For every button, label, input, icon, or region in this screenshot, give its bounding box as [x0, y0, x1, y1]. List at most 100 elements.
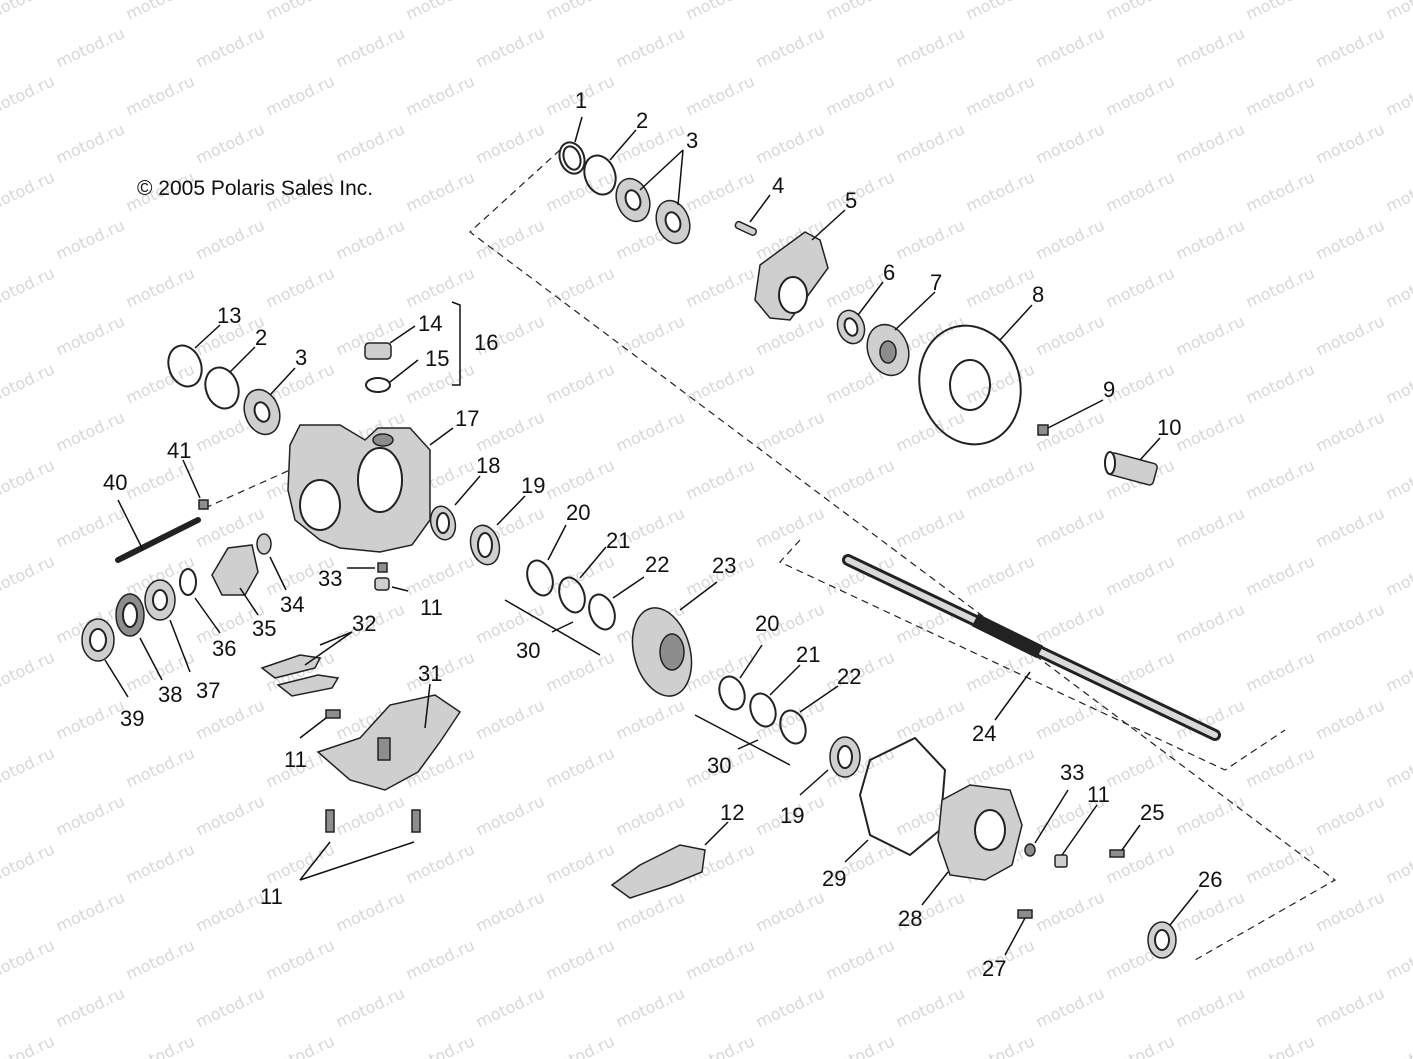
callout-3-lower: 3: [295, 345, 307, 370]
watermark-text: motod.ru: [753, 503, 828, 551]
part-36-ring: [179, 568, 197, 596]
watermark-text: motod.ru: [893, 23, 968, 71]
part-18-seal: [429, 505, 457, 541]
watermark-text: motod.ru: [0, 839, 57, 887]
callout-22-lower: 22: [837, 664, 861, 689]
watermark-text: motod.ru: [333, 215, 408, 263]
callout-40: 40: [103, 470, 127, 495]
watermark-text: motod.ru: [613, 887, 688, 935]
watermark-text: motod.ru: [963, 455, 1038, 503]
part-12-guard: [610, 844, 706, 899]
watermark-text: motod.ru: [473, 695, 548, 743]
watermark-text: motod.ru: [473, 887, 548, 935]
watermark-text: motod.ru: [53, 983, 128, 1031]
watermark-text: motod.ru: [0, 743, 57, 791]
watermark-text: motod.ru: [403, 935, 478, 983]
part-15-o-ring: [365, 377, 391, 393]
watermark-text: motod.ru: [1173, 503, 1248, 551]
watermark-text: motod.ru: [193, 887, 268, 935]
part-22-shim: [588, 593, 616, 631]
part-24-axle-shaft: [842, 554, 1221, 741]
watermark-text: motod.ru: [1243, 359, 1318, 407]
watermark-text: motod.ru: [1243, 0, 1318, 24]
watermark-text: motod.ru: [683, 1031, 758, 1059]
watermark-text: motod.ru: [613, 983, 688, 1031]
watermark-text: motod.ru: [1383, 839, 1413, 887]
callout-20-lower: 20: [755, 611, 779, 636]
watermark-text: motod.ru: [1103, 1031, 1178, 1059]
part-11-bolts: [325, 709, 421, 833]
watermark-text: motod.ru: [823, 0, 898, 24]
watermark-text: motod.ru: [0, 263, 57, 311]
watermark-text: motod.ru: [403, 0, 478, 24]
watermark-text: motod.ru: [543, 935, 618, 983]
callout-11-bottom: 11: [260, 884, 283, 909]
callout-19-lower: 19: [780, 803, 804, 828]
watermark-text: motod.ru: [1383, 167, 1413, 215]
watermark-text: motod.ru: [53, 887, 128, 935]
watermark-text: motod.ru: [123, 359, 198, 407]
watermark-text: motod.ru: [1243, 839, 1318, 887]
callout-19: 19: [521, 473, 545, 498]
part-4-pin: [734, 220, 758, 237]
watermark-text: motod.ru: [123, 743, 198, 791]
watermark-text: motod.ru: [893, 407, 968, 455]
watermark-text: motod.ru: [1313, 791, 1388, 839]
part-11-plug-lower: [1054, 854, 1068, 868]
callout-32: 32: [352, 611, 376, 636]
watermark-text: motod.ru: [543, 1031, 618, 1059]
callout-36: 36: [212, 636, 236, 661]
watermark-text: motod.ru: [1033, 887, 1108, 935]
watermark-text: motod.ru: [1383, 455, 1413, 503]
watermark-text: motod.ru: [1103, 551, 1178, 599]
watermark-text: motod.ru: [1383, 743, 1413, 791]
callout-37: 37: [196, 678, 220, 703]
callout-11-mid: 11: [284, 747, 307, 772]
callout-24: 24: [972, 721, 996, 746]
watermark-text: motod.ru: [1173, 791, 1248, 839]
callout-2-lower: 2: [255, 325, 267, 350]
watermark-text: motod.ru: [823, 455, 898, 503]
part-13-snap-ring: [167, 344, 203, 388]
watermark-text: motod.ru: [963, 167, 1038, 215]
watermark-text: motod.ru: [53, 791, 128, 839]
watermark-text: motod.ru: [963, 263, 1038, 311]
watermark-text: motod.ru: [333, 119, 408, 167]
watermark-text: motod.ru: [753, 983, 828, 1031]
callout-labels: 1 2 3 4 5 6 7 8 9 10 13 2 3 14 15 16 17 …: [103, 88, 1222, 981]
watermark-text: motod.ru: [403, 551, 478, 599]
callout-30-lower: 30: [707, 753, 731, 778]
watermark-text: motod.ru: [263, 263, 338, 311]
watermark-text: motod.ru: [963, 1031, 1038, 1059]
watermark-text: motod.ru: [1243, 647, 1318, 695]
callout-31: 31: [418, 661, 442, 686]
watermark-text: motod.ru: [1033, 119, 1108, 167]
watermark-text: motod.ru: [0, 455, 57, 503]
watermark-text: motod.ru: [683, 455, 758, 503]
watermark-text: motod.ru: [333, 23, 408, 71]
watermark-text: motod.ru: [753, 23, 828, 71]
watermark-text: motod.ru: [1033, 983, 1108, 1031]
watermark-text: motod.ru: [543, 359, 618, 407]
callout-21: 21: [606, 528, 630, 553]
watermark-text: motod.ru: [1103, 0, 1178, 24]
watermark-text: motod.ru: [543, 0, 618, 24]
watermark-text: motod.ru: [543, 839, 618, 887]
callout-38: 38: [158, 682, 182, 707]
watermark-text: motod.ru: [683, 0, 758, 24]
callout-8: 8: [1032, 282, 1044, 307]
watermark-text: motod.ru: [473, 215, 548, 263]
part-28-cover: [937, 784, 1023, 881]
callout-34: 34: [280, 592, 304, 617]
watermark-text: motod.ru: [1243, 1031, 1318, 1059]
part-7-hub: [866, 323, 910, 377]
watermark-text: motod.ru: [893, 695, 968, 743]
watermark-text: motod.ru: [473, 983, 548, 1031]
watermark-text: motod.ru: [123, 839, 198, 887]
part-31-skid-plate: [316, 694, 462, 791]
part-38-needle-bearing: [115, 593, 145, 637]
watermark-text: motod.ru: [543, 263, 618, 311]
watermark-text: motod.ru: [1383, 1031, 1413, 1059]
callout-41: 41: [167, 438, 191, 463]
watermark-text: motod.ru: [1313, 887, 1388, 935]
